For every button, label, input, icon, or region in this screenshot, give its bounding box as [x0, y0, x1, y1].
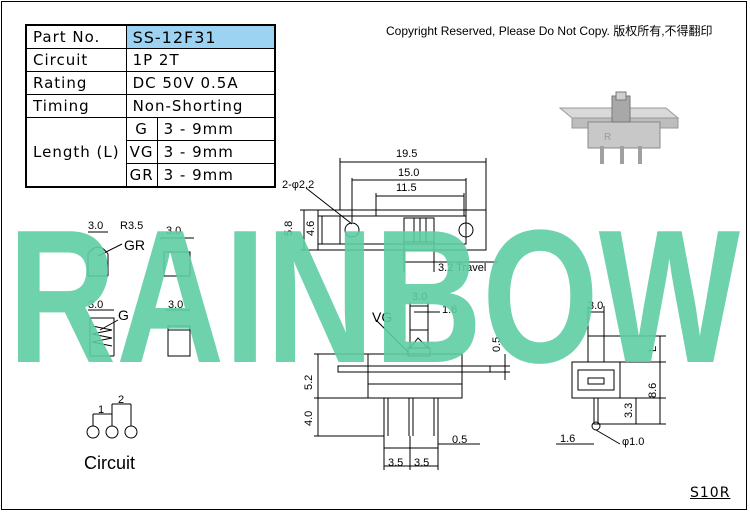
dim-front-0-5b: 0.5: [452, 434, 467, 446]
dim-11-5: 11.5: [396, 182, 417, 194]
svg-text:R: R: [604, 132, 611, 143]
top-view-body: [317, 209, 487, 251]
dim-front-3-5a: 3.5: [388, 457, 403, 469]
length-range-vg: 3 - 9mm: [156, 140, 276, 164]
dim-side-1-6: 1.6: [560, 433, 575, 445]
dim-5-8: 5.8: [283, 221, 295, 236]
dim-19-5: 19.5: [396, 148, 417, 160]
pin2-label: 2: [118, 394, 124, 406]
copyright-notice: Copyright Reserved, Please Do Not Copy. …: [386, 24, 713, 38]
length-label: Length (L): [25, 117, 127, 188]
part-no-label: Part No.: [25, 24, 127, 49]
dim-front-0-5a: 0.5: [491, 337, 503, 352]
dim-g-3-0: 3.0: [88, 299, 103, 311]
spec-table: Part No. SS-12F31 Circuit 1P 2T Rating D…: [25, 24, 276, 188]
dim-g2-3-0: 3.0: [168, 299, 183, 311]
pin1-label: 1: [98, 404, 104, 416]
circuit-caption: Circuit: [84, 453, 135, 473]
dim-side-phi: φ1.0: [622, 436, 644, 448]
dim-travel: 3.2 Travel: [438, 262, 486, 274]
dim-front-5-2: 5.2: [303, 375, 315, 390]
front-view-body: [367, 353, 463, 399]
dim-front-3-0: 3.0: [412, 291, 427, 303]
watermark-text: RAINBOW: [8, 191, 741, 403]
dim-holes: 2-φ2.2: [282, 179, 314, 191]
length-range-g: 3 - 9mm: [156, 117, 276, 141]
length-type-vg: VG: [125, 140, 158, 164]
dim-side-3-3: 3.3: [623, 403, 635, 418]
actuator-gr: [87, 246, 109, 276]
timing-value: Non-Shorting: [125, 94, 276, 118]
dim-front-3-5b: 3.5: [414, 457, 429, 469]
dim-gr2-3-0: 3.0: [166, 225, 181, 237]
product-photo: R: [558, 91, 680, 164]
dim-front-1-6: 1.6: [442, 304, 457, 316]
g-label: G: [118, 307, 129, 323]
rating-label: Rating: [25, 71, 127, 95]
actuator-g: [89, 317, 115, 356]
dim-gr-r3-5: R3.5: [120, 220, 143, 232]
dim-gr-3-0: 3.0: [88, 220, 103, 232]
timing-label: Timing: [25, 94, 127, 118]
dim-front-4-0: 4.0: [303, 411, 315, 426]
length-type-gr: GR: [125, 163, 158, 188]
dim-15-0: 15.0: [398, 167, 419, 179]
dim-4-6: 4.6: [305, 221, 317, 236]
vg-label: VG: [372, 309, 392, 325]
circuit-label: Circuit: [25, 48, 127, 72]
rating-value: DC 50V 0.5A: [125, 71, 276, 95]
page-code: S10R: [690, 485, 731, 501]
gr-label: GR: [124, 237, 145, 253]
dim-side-8-6: 8.6: [647, 383, 659, 398]
length-range-gr: 3 - 9mm: [156, 163, 276, 188]
dim-side-l: L: [647, 346, 659, 352]
dim-side-3-0: 3.0: [588, 300, 603, 312]
